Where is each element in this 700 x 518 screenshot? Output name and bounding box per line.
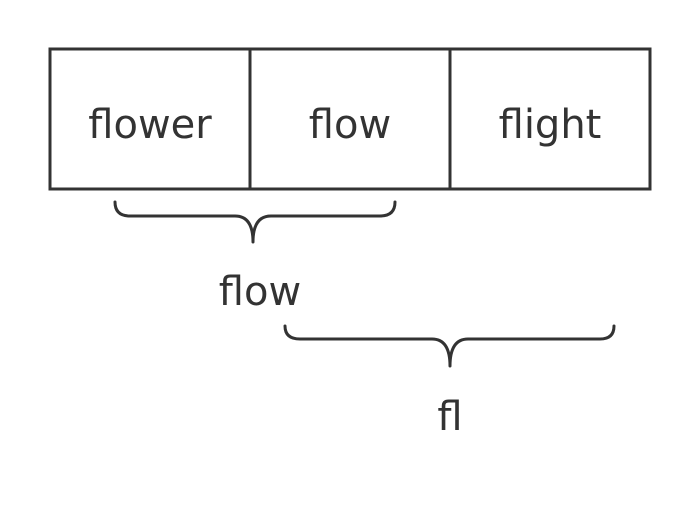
prefix-group-flow-flight: fl bbox=[283, 324, 616, 440]
word-label: flow bbox=[309, 102, 391, 148]
word-label: flower bbox=[88, 102, 212, 148]
word-cell-flight: flight bbox=[448, 47, 652, 191]
word-cell-flow: flow bbox=[248, 47, 452, 191]
word-cell-flower: flower bbox=[48, 47, 252, 191]
word-label: flight bbox=[499, 102, 602, 148]
prefix-label: fl bbox=[437, 394, 462, 440]
word-array: flower flow flight bbox=[48, 47, 652, 191]
prefix-group-flower-flow: flow bbox=[113, 200, 397, 315]
brace-connector bbox=[113, 200, 397, 244]
prefix-label: flow bbox=[219, 269, 301, 315]
brace-connector bbox=[283, 324, 616, 368]
word-cell-box bbox=[448, 47, 652, 191]
